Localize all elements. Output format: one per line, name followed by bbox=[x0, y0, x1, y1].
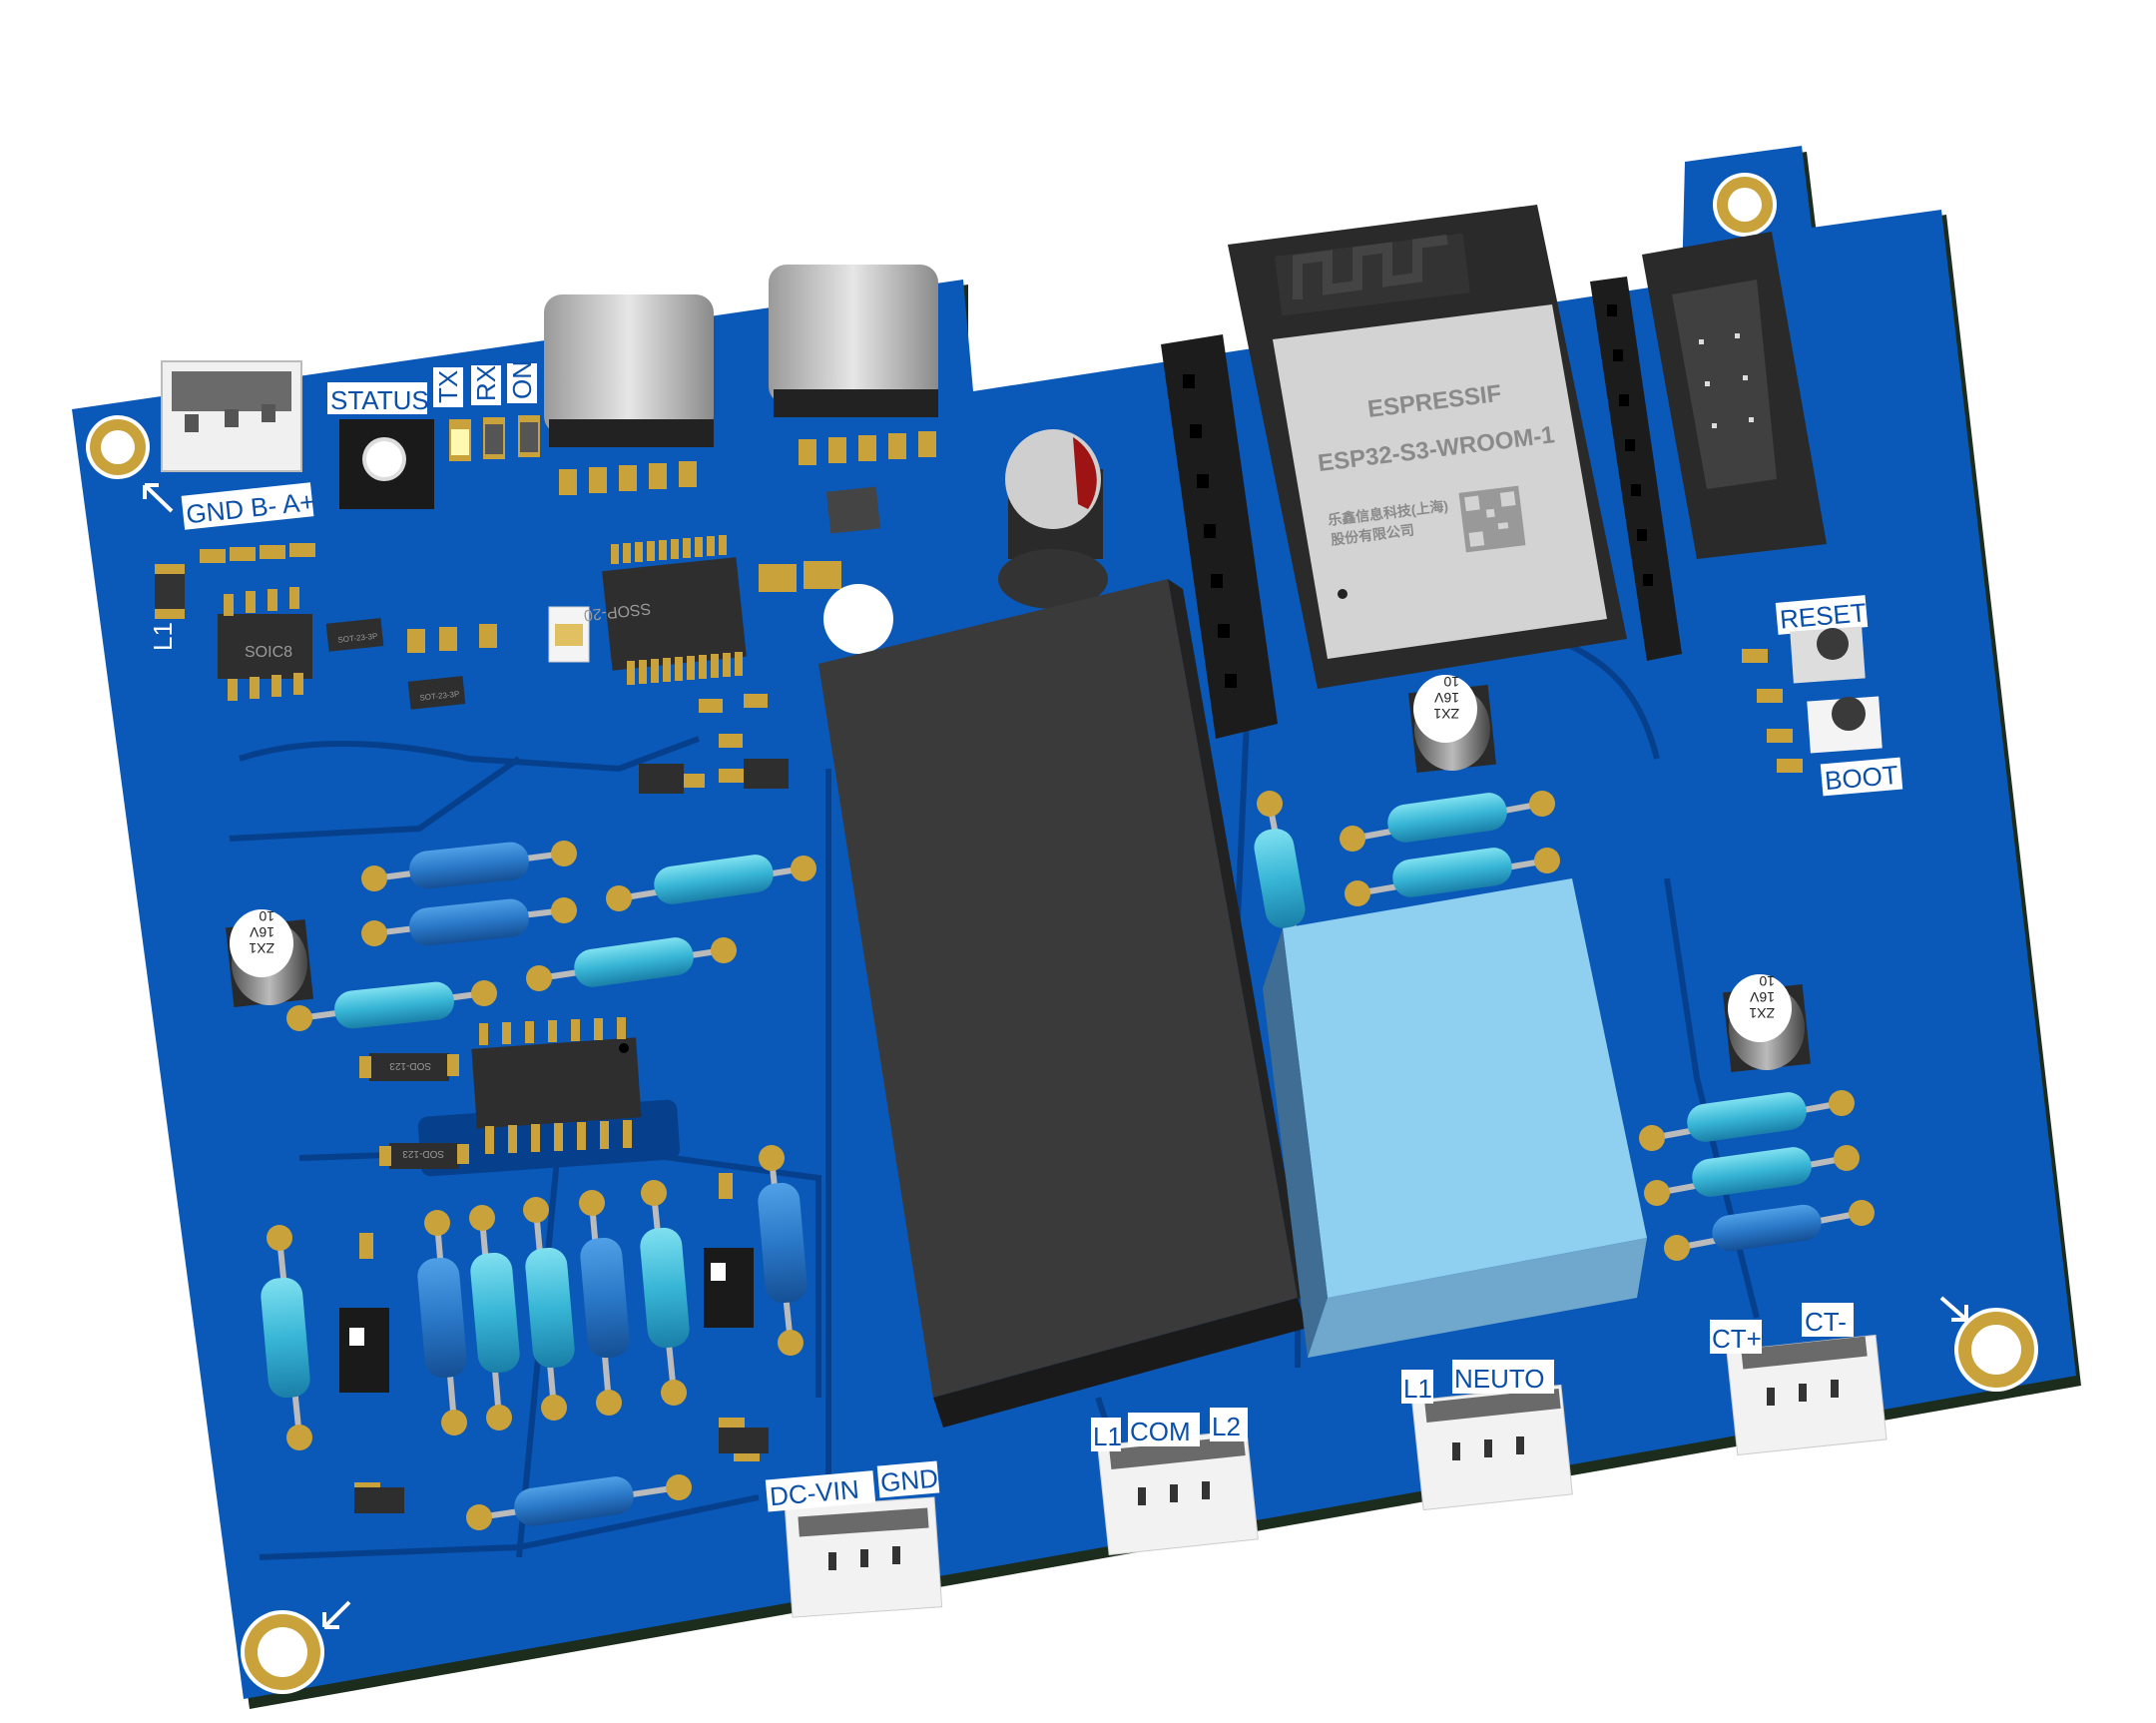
mosfet-small bbox=[825, 486, 881, 534]
dc-vin-label-bg bbox=[765, 1470, 876, 1512]
svg-text:ZX116V10: ZX116V10 bbox=[1749, 973, 1775, 1021]
svg-text:ZX116V10: ZX116V10 bbox=[1433, 674, 1459, 722]
capacitor-white bbox=[823, 584, 893, 654]
idc-box-header bbox=[1642, 232, 1827, 559]
optocoupler-2 bbox=[704, 1248, 754, 1328]
qr-code-icon bbox=[1458, 485, 1526, 553]
pin-header-left bbox=[1161, 334, 1278, 739]
boot-label: BOOT bbox=[1824, 760, 1899, 796]
usb-c-port-1 bbox=[544, 294, 714, 447]
tx-label: TX bbox=[433, 370, 463, 403]
mains-neuto-label: NEUTO bbox=[1454, 1364, 1545, 1394]
rx-label: RX bbox=[471, 365, 501, 401]
status-led bbox=[339, 419, 434, 509]
crystal-oscillator bbox=[548, 606, 590, 663]
capacitor-3: ZX116V10 bbox=[1723, 973, 1811, 1072]
capacitor-2: ZX116V10 bbox=[1408, 674, 1496, 773]
sot23-transistor-4 bbox=[719, 1428, 769, 1453]
l1-com-label-bg bbox=[1091, 1418, 1121, 1451]
ct-minus-label-bg bbox=[1802, 1303, 1854, 1337]
relay-output-connector bbox=[1097, 1429, 1259, 1556]
sod123-diode-1: SOD-123 bbox=[359, 1053, 459, 1081]
ct-input-connector bbox=[1726, 1334, 1887, 1456]
rs485-label-bg bbox=[181, 482, 314, 530]
svg-text:SOD-123: SOD-123 bbox=[402, 1148, 444, 1159]
optocoupler-1 bbox=[339, 1308, 389, 1393]
on-label: ON bbox=[507, 360, 537, 399]
esp32-module: ESPRESSIF ESP32-S3-WROOM-1 乐鑫信息科技(上海) 股份… bbox=[1228, 205, 1627, 689]
mounting-hole-bottom-left bbox=[241, 1610, 324, 1694]
svg-text:SOT-23-3P: SOT-23-3P bbox=[419, 690, 460, 703]
sod123-diode-2: SOD-123 bbox=[379, 1143, 469, 1169]
neuto-label-bg bbox=[1452, 1360, 1554, 1394]
inductor-l1 bbox=[155, 564, 185, 619]
sot23-transistor-5 bbox=[639, 759, 789, 794]
on-led bbox=[518, 415, 540, 457]
mounting-hole-bottom-right bbox=[1954, 1308, 2038, 1392]
current-transformer bbox=[1263, 878, 1647, 1358]
l2-label-bg bbox=[1210, 1408, 1248, 1441]
capacitor-1: ZX116V10 bbox=[226, 908, 313, 1007]
power-supply-module bbox=[818, 579, 1308, 1428]
mains-l1-label-bg bbox=[1401, 1370, 1433, 1404]
relay-l2-label: L2 bbox=[1212, 1412, 1241, 1441]
gnd-label-bg bbox=[876, 1460, 940, 1498]
ct-plus-label-bg bbox=[1710, 1320, 1762, 1354]
tx-led bbox=[449, 419, 471, 461]
svg-text:SOT-23-3P: SOT-23-3P bbox=[337, 632, 378, 645]
sop14-opamp bbox=[471, 1017, 642, 1154]
gnd-label: GND bbox=[879, 1462, 939, 1497]
svg-text:SOD-123: SOD-123 bbox=[389, 1060, 431, 1071]
rx-led bbox=[483, 417, 505, 459]
reset-label-bg bbox=[1775, 595, 1869, 635]
status-label-bg bbox=[327, 382, 427, 414]
arrow-icon bbox=[143, 483, 1968, 1629]
mounting-hole-top-right bbox=[1713, 173, 1777, 237]
com-label-bg bbox=[1128, 1413, 1200, 1446]
relay-l1-label: L1 bbox=[1093, 1422, 1122, 1451]
ssop20-chip: SSOP-20 bbox=[583, 535, 747, 685]
soic8-label: SOIC8 bbox=[245, 644, 292, 661]
inductor-label: L1 bbox=[148, 622, 178, 651]
relay-com-label: COM bbox=[1130, 1417, 1191, 1446]
rs485-connector bbox=[161, 360, 302, 472]
svg-text:ZX116V10: ZX116V10 bbox=[249, 908, 274, 956]
ct-minus-label: CT- bbox=[1805, 1307, 1847, 1337]
ct-plus-label: CT+ bbox=[1712, 1324, 1762, 1354]
capacitor-large bbox=[1005, 429, 1103, 559]
pin-header-right bbox=[1590, 277, 1682, 661]
sot23-transistor-3 bbox=[354, 1487, 404, 1513]
resistors-vertical bbox=[261, 791, 1306, 1450]
sot23-transistor-2: SOT-23-3P bbox=[407, 676, 466, 710]
boot-button[interactable] bbox=[1807, 696, 1883, 754]
soic8-chip: SOIC8 bbox=[218, 587, 312, 701]
mains-input-connector bbox=[1411, 1384, 1573, 1511]
ssop20-label: SSOP-20 bbox=[583, 599, 652, 623]
resistors-horizontal bbox=[286, 791, 1875, 1530]
boot-label-bg bbox=[1820, 757, 1903, 797]
usb-c-port-2 bbox=[769, 265, 938, 417]
smd-passives bbox=[200, 431, 1803, 1496]
mains-l1-label: L1 bbox=[1403, 1374, 1432, 1404]
mounting-hole-top-left bbox=[86, 415, 150, 479]
dc-vin-connector bbox=[784, 1496, 943, 1618]
buzzer bbox=[998, 549, 1108, 609]
sot23-transistor-1: SOT-23-3P bbox=[325, 618, 384, 652]
status-label: STATUS bbox=[330, 385, 429, 415]
reset-button[interactable] bbox=[1790, 626, 1866, 684]
